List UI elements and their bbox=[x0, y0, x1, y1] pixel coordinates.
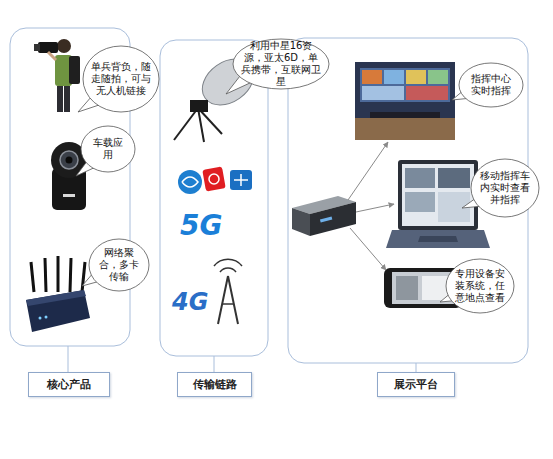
bubble-ellipse bbox=[446, 259, 514, 313]
network-label: 5G bbox=[180, 212, 222, 240]
group-panel bbox=[160, 40, 268, 356]
node-text: 单兵背负，随走随拍，可与无人机链接 bbox=[91, 61, 151, 97]
bubble-ellipse bbox=[233, 39, 329, 89]
node-text: 专用设备安装系统，任意地点查看 bbox=[454, 268, 506, 304]
panel-link bbox=[214, 356, 215, 372]
laptop-device bbox=[386, 160, 490, 248]
speech-bubble: 单兵背负，随走随拍，可与无人机链接 bbox=[82, 45, 160, 113]
operator-logos bbox=[178, 166, 252, 194]
node-body: 车载应用 bbox=[80, 125, 136, 173]
node-text: 指挥中心实时指挥 bbox=[467, 73, 515, 97]
command-center-photo bbox=[355, 62, 455, 140]
bubble-ellipse bbox=[471, 159, 539, 217]
section-label-box: 传输链路 bbox=[177, 372, 252, 397]
node-text: 网络聚合，多卡传输 bbox=[97, 247, 141, 283]
speech-bubble: 利用中星16资源，亚太6D，单兵携带，互联网卫星 bbox=[232, 38, 330, 90]
speech-bubble: 专用设备安装系统，任意地点查看 bbox=[445, 258, 515, 314]
node-body: 移动指挥车内实时查看并指挥 bbox=[470, 158, 540, 218]
node-body: 展示平台 bbox=[378, 373, 454, 396]
node-text: 移动指挥车内实时查看并指挥 bbox=[479, 170, 531, 206]
network-label: 4G bbox=[172, 290, 208, 314]
node-text: 车载应用 bbox=[89, 137, 127, 161]
speech-bubble: 车载应用 bbox=[80, 125, 136, 173]
node-text: 利用中星16资源，亚太6D，单兵携带，互联网卫星 bbox=[241, 40, 321, 88]
server-device bbox=[292, 196, 356, 236]
bubble-ellipse bbox=[81, 126, 135, 172]
speech-bubble: 移动指挥车内实时查看并指挥 bbox=[470, 158, 540, 218]
bubble-ellipse bbox=[89, 239, 149, 291]
signal-tower bbox=[214, 259, 242, 324]
flow-arrow bbox=[350, 228, 386, 270]
speech-bubble: 指挥中心实时指挥 bbox=[458, 62, 524, 108]
node-body: 指挥中心实时指挥 bbox=[458, 62, 524, 108]
bubble-ellipse bbox=[459, 63, 523, 107]
panel-link bbox=[416, 363, 417, 372]
node-text: 核心产品 bbox=[47, 377, 91, 392]
speech-bubble: 网络聚合，多卡传输 bbox=[88, 238, 150, 292]
node-body: 利用中星16资源，亚太6D，单兵携带，互联网卫星 bbox=[232, 38, 330, 90]
node-text: 展示平台 bbox=[394, 377, 438, 392]
node-body: 核心产品 bbox=[29, 373, 109, 396]
section-label-box: 展示平台 bbox=[377, 372, 455, 397]
node-body: 网络聚合，多卡传输 bbox=[88, 238, 150, 292]
flow-arrow bbox=[348, 142, 388, 200]
node-body: 专用设备安装系统，任意地点查看 bbox=[445, 258, 515, 314]
person-figure bbox=[34, 39, 80, 112]
node-body: 传输链路 bbox=[178, 373, 251, 396]
node-body: 单兵背负，随走随拍，可与无人机链接 bbox=[82, 45, 160, 113]
section-label-box: 核心产品 bbox=[28, 372, 110, 397]
panel-link bbox=[68, 346, 69, 372]
router-device bbox=[26, 256, 90, 332]
flow-arrow bbox=[356, 204, 394, 212]
node-text: 传输链路 bbox=[193, 377, 237, 392]
bubble-ellipse bbox=[83, 46, 159, 112]
